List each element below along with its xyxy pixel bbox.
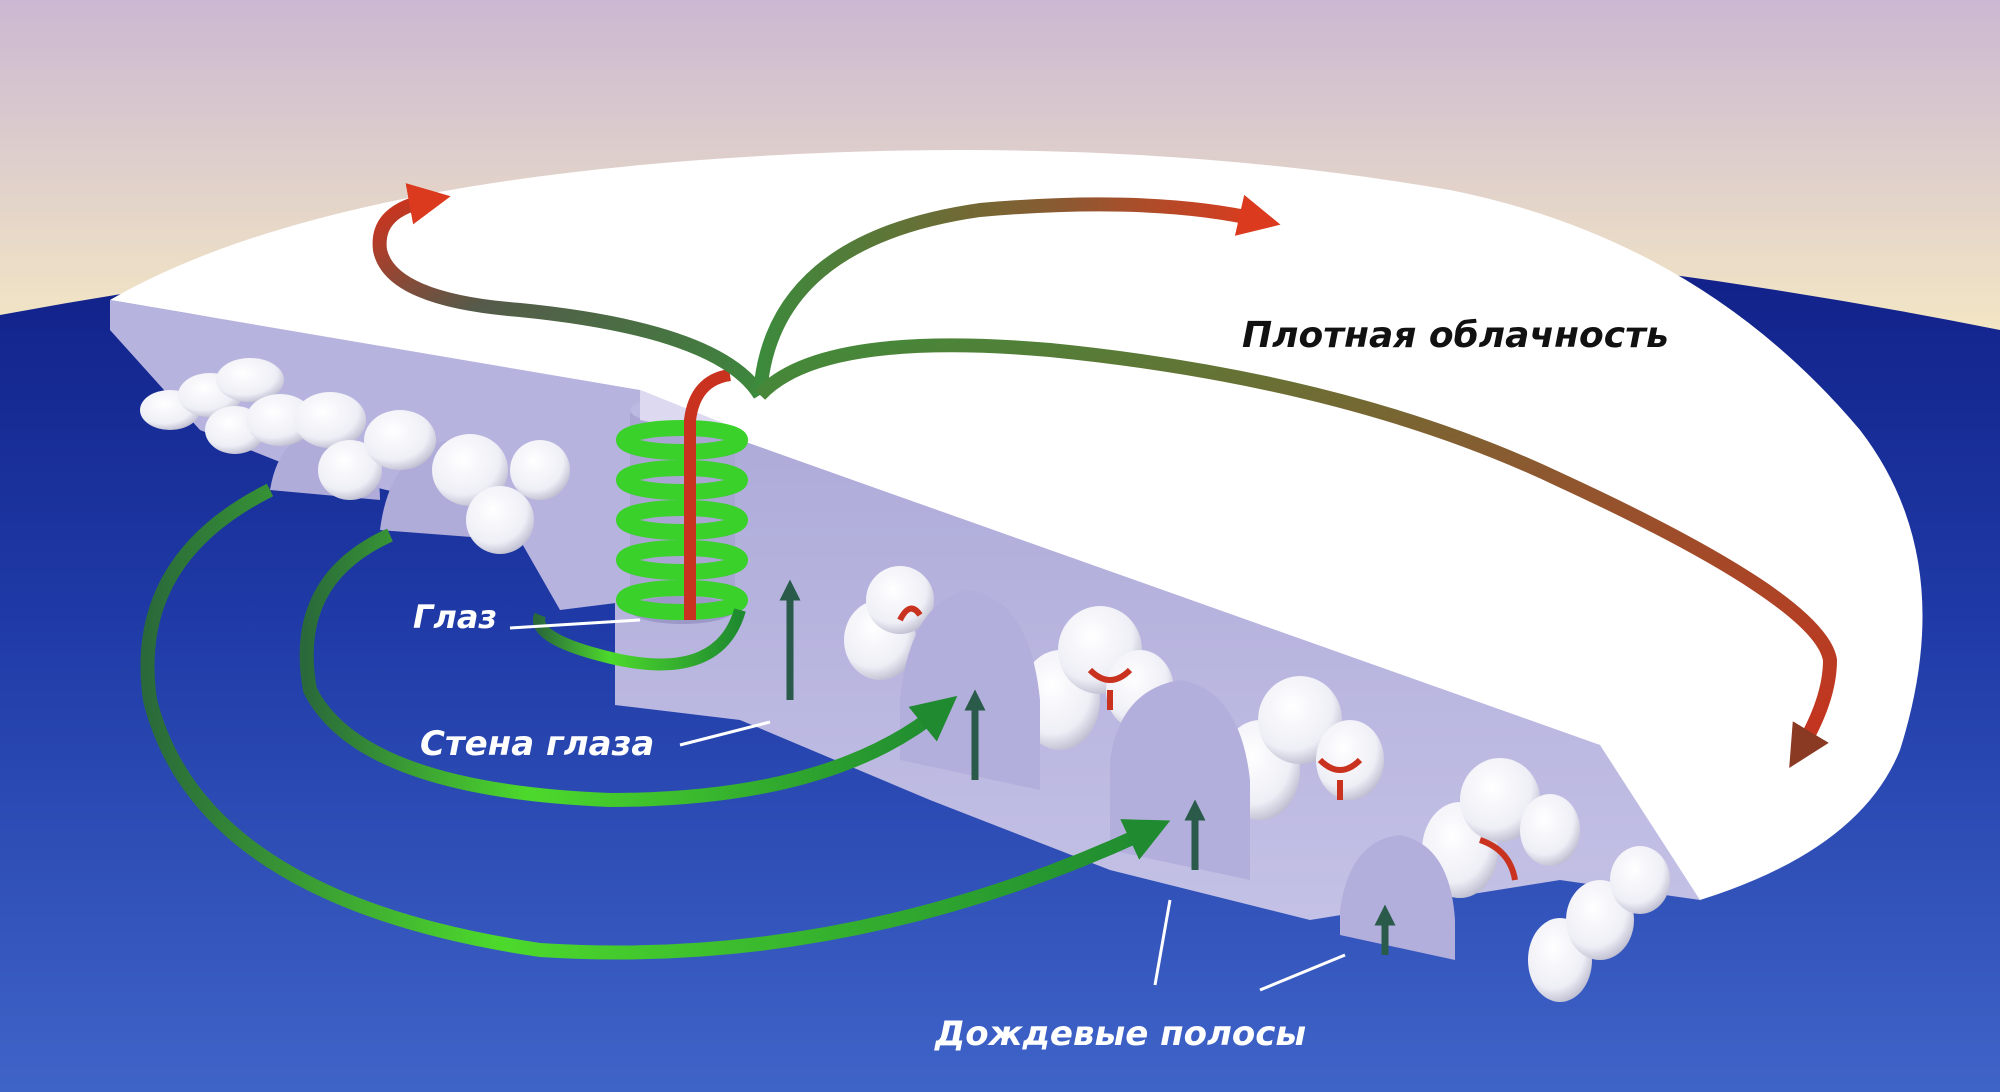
- eye-updraft: [684, 369, 732, 620]
- label-eyewall: Стена глаза: [420, 724, 654, 764]
- eyewall-spiral: [616, 420, 748, 620]
- label-rain-bands: Дождевые полосы: [934, 1014, 1306, 1054]
- cloud-canopy-top: [110, 150, 1923, 900]
- outflow-arrow-left: [372, 183, 766, 399]
- inflow-arrow-middle: [299, 528, 958, 808]
- outflow-arrow-right: [753, 194, 1281, 396]
- outflow-arrow-long: [754, 338, 1838, 769]
- label-dense-clouds: Плотная облачность: [1242, 315, 1669, 356]
- updraft-arrows: [779, 579, 1396, 955]
- inflow-arrow-eye: [533, 608, 746, 671]
- leader-lines: [509, 618, 1346, 992]
- label-eye: Глаз: [413, 598, 497, 636]
- rain-band-clouds-left: [140, 358, 570, 554]
- rain-band-clouds-right: [844, 566, 1670, 1002]
- inflow-arrow-outer: [140, 483, 1171, 960]
